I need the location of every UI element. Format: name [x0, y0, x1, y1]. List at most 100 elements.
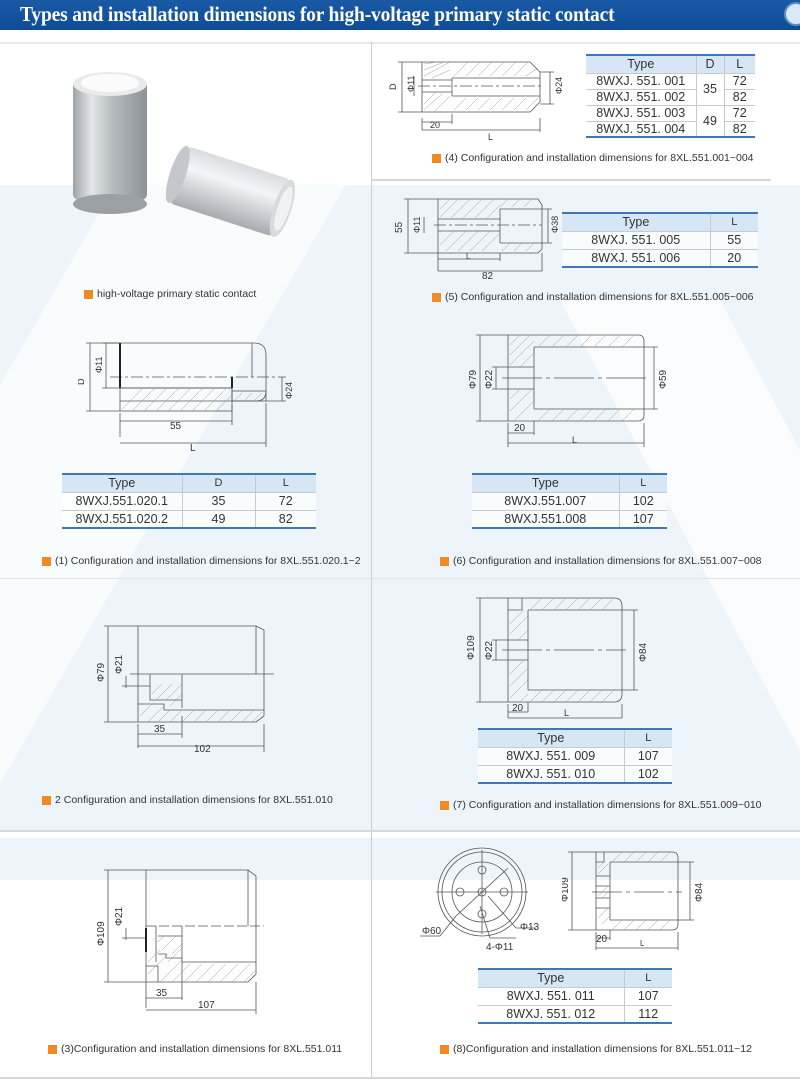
svg-text:L: L	[640, 939, 645, 948]
svg-text:55: 55	[170, 421, 182, 432]
svg-text:Φ13: Φ13	[520, 922, 540, 933]
section-2-drawing: Φ79 Φ21 35 102	[96, 625, 274, 755]
col-header-l: L	[723, 55, 755, 73]
col-header-type: Type	[62, 474, 182, 492]
col-header-l: L	[623, 969, 672, 987]
section-7-drawing: Φ109 Φ22 Φ84 20 L	[466, 597, 649, 719]
svg-text:Φ59: Φ59	[658, 369, 669, 389]
page-title: Types and installation dimensions for hi…	[20, 2, 615, 26]
svg-text:55: 55	[394, 221, 405, 233]
section-2-panel: Φ79 Φ21 35 102 2 Configuration and insta…	[0, 580, 371, 830]
svg-text:35: 35	[156, 988, 168, 999]
photo-caption: high-voltage primary static contact	[84, 288, 256, 300]
svg-text:Φ24: Φ24	[284, 382, 294, 399]
svg-text:L: L	[488, 132, 493, 142]
svg-text:Φ79: Φ79	[96, 662, 107, 682]
bullet-square-icon	[432, 153, 441, 163]
col-header-type: Type	[478, 729, 624, 747]
section-3-drawing: Φ109 Φ21 35 107	[96, 869, 264, 1014]
bullet-square-icon	[84, 289, 93, 299]
svg-text:L: L	[190, 443, 196, 454]
svg-text:4-Φ11: 4-Φ11	[486, 942, 514, 953]
section-2-caption: 2 Configuration and installation dimensi…	[42, 794, 333, 806]
bullet-square-icon	[42, 795, 51, 805]
section-4-caption: (4) Configuration and installation dimen…	[432, 152, 754, 164]
svg-text:20: 20	[514, 423, 526, 434]
section-8-side-drawing: Φ109 Φ84 20 L	[562, 851, 705, 950]
svg-text:Φ22: Φ22	[484, 369, 495, 389]
bullet-square-icon	[432, 292, 441, 302]
svg-text:35: 35	[154, 724, 166, 735]
svg-text:D: D	[388, 83, 398, 90]
section-4-drawing: D Φ11 Φ24 20 L	[388, 61, 564, 142]
background-band-2	[0, 838, 800, 880]
svg-text:Φ79: Φ79	[468, 369, 479, 389]
col-header-l: L	[709, 213, 758, 231]
bullet-square-icon	[440, 800, 449, 810]
section-7-caption: (7) Configuration and installation dimen…	[440, 799, 762, 811]
section-5-caption: (5) Configuration and installation dimen…	[432, 291, 754, 303]
svg-text:Φ11: Φ11	[412, 216, 422, 233]
col-header-l: L	[618, 474, 667, 492]
divider-row-3	[0, 830, 800, 832]
svg-text:Φ38: Φ38	[550, 216, 560, 233]
section-1-drawing: D Φ11 Φ24 55 L	[78, 342, 294, 454]
svg-text:L: L	[466, 252, 471, 261]
svg-text:Φ109: Φ109	[96, 921, 107, 946]
col-header-l: L	[254, 474, 316, 492]
bullet-square-icon	[42, 556, 51, 566]
svg-text:Φ109: Φ109	[466, 635, 477, 660]
divider-row-1-right	[371, 179, 771, 181]
section-6-caption: (6) Configuration and installation dimen…	[440, 555, 762, 567]
section-3-panel: Φ109 Φ21 35 107 (3)Configuration and ins…	[0, 832, 371, 1077]
col-header-type: Type	[562, 213, 710, 231]
col-header-d: D	[181, 474, 255, 492]
col-header-type: Type	[472, 474, 619, 492]
col-header-type: Type	[586, 55, 696, 73]
divider-bottom	[0, 1077, 800, 1079]
bullet-square-icon	[440, 1044, 449, 1054]
divider-top	[0, 42, 800, 44]
section-3-caption: (3)Configuration and installation dimens…	[48, 1043, 342, 1055]
divider-center	[371, 42, 372, 1079]
col-header-l: L	[623, 729, 672, 747]
svg-text:L: L	[564, 708, 569, 718]
svg-text:107: 107	[198, 1000, 215, 1011]
photo-caption-text: high-voltage primary static contact	[97, 288, 257, 300]
logo-badge-icon	[784, 2, 800, 26]
section-1-panel: D Φ11 Φ24 55 L Type D L 8WXJ.551.020.135…	[0, 311, 371, 578]
col-header-type: Type	[478, 969, 624, 987]
svg-text:Φ11: Φ11	[406, 75, 416, 92]
section-8-panel: Φ60 Φ13 4-Φ11 Φ109 Φ84 20 L Type L 8WXJ.…	[372, 832, 800, 1077]
bullet-square-icon	[48, 1044, 57, 1054]
svg-text:Φ109: Φ109	[562, 877, 571, 902]
svg-text:20: 20	[512, 703, 524, 714]
section-8-front-view: Φ60 Φ13 4-Φ11	[420, 847, 540, 953]
svg-text:Φ21: Φ21	[114, 906, 125, 926]
section-1-caption: (1) Configuration and installation dimen…	[42, 555, 361, 567]
svg-text:Φ21: Φ21	[114, 654, 125, 674]
svg-text:D: D	[78, 378, 86, 385]
svg-text:20: 20	[596, 934, 608, 945]
page-header: Types and installation dimensions for hi…	[0, 0, 800, 30]
product-photo-panel: high-voltage primary static contact	[0, 42, 371, 310]
